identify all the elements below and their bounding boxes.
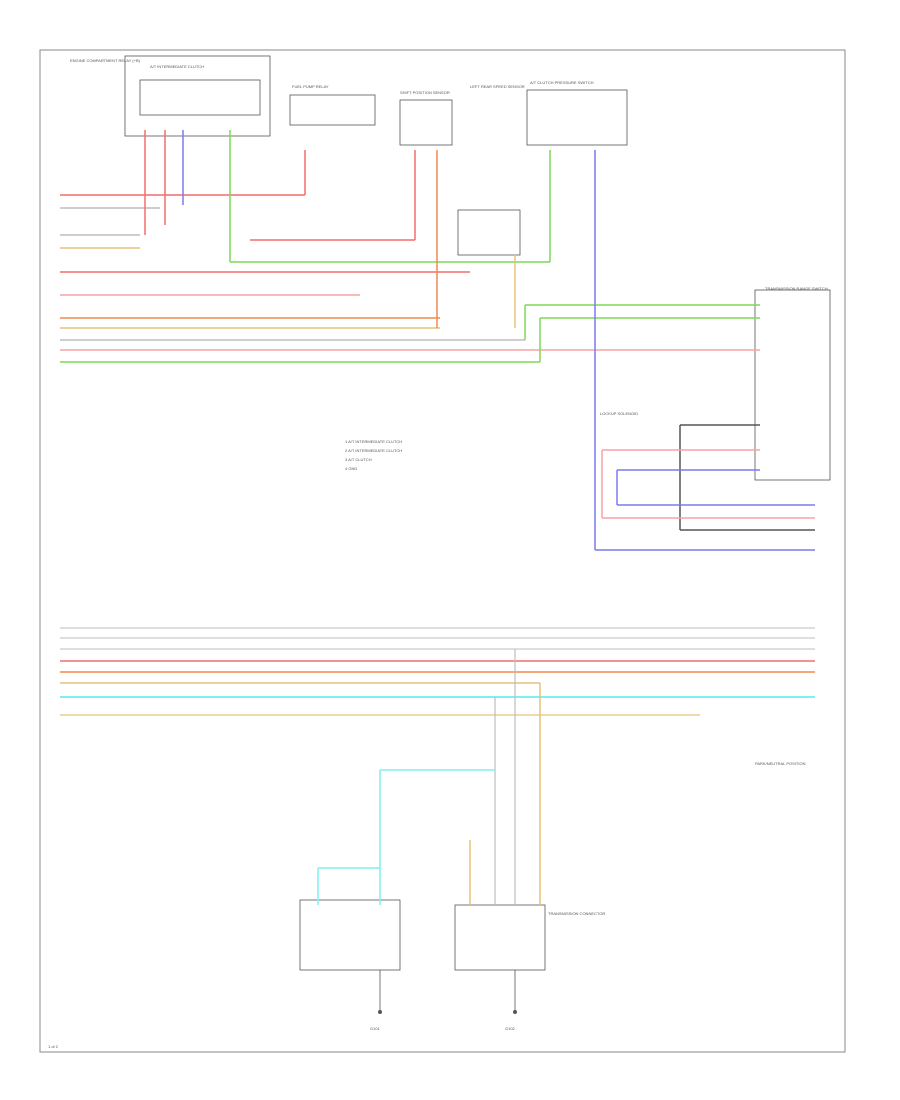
label-engine-relay: ENGINE COMPARTMENT RELAY (+B) — [70, 58, 141, 63]
component-box-solenoid-left — [299, 899, 401, 971]
component-box-relay — [124, 55, 271, 137]
component-box-connector — [454, 904, 546, 971]
label-fuel-pump-relay: FUEL PUMP RELAY — [292, 84, 329, 89]
ground-symbol-left — [378, 970, 382, 1014]
label-intermediate-clutch: A/T INTERMEDIATE CLUTCH — [150, 64, 204, 69]
component-box-shift-sensor — [399, 99, 453, 146]
label-range-switch: TRANSMISSION RANGE SWITCH — [765, 286, 828, 291]
label-park-neutral: PARK/NEUTRAL POSITION — [755, 761, 806, 766]
component-box-clutch-switch — [457, 209, 521, 256]
legend-item-1: 1 A/T INTERMEDIATE CLUTCH — [345, 439, 402, 444]
component-box-fuel-pump — [289, 94, 376, 126]
legend-item-2: 2 A/T INTERMEDIATE CLUTCH — [345, 448, 402, 453]
legend-item-4: 4 GND — [345, 466, 357, 471]
label-clutch-switch: A/T CLUTCH PRESSURE SWITCH — [530, 80, 594, 85]
label-connector: TRANSMISSION CONNECTOR — [548, 911, 605, 916]
ground-symbol-right — [513, 970, 517, 1014]
label-shift-sensor: SHIFT POSITION SENSOR — [400, 90, 450, 95]
component-box-speed-sensor — [526, 89, 628, 146]
label-ground-1: G101 — [370, 1026, 381, 1031]
component-box-relay-inner — [139, 79, 261, 116]
label-ground-2: G102 — [505, 1026, 516, 1031]
page-label: 1 of 2 — [48, 1044, 59, 1049]
diagram-frame — [39, 49, 846, 1053]
legend-item-3: 3 A/T CLUTCH — [345, 457, 372, 462]
label-speed-sensor: LEFT REAR SPEED SENSOR — [470, 84, 525, 89]
label-lockup-solenoid: LOCKUP SOLENOID — [600, 411, 638, 416]
component-box-range-switch — [754, 289, 831, 481]
